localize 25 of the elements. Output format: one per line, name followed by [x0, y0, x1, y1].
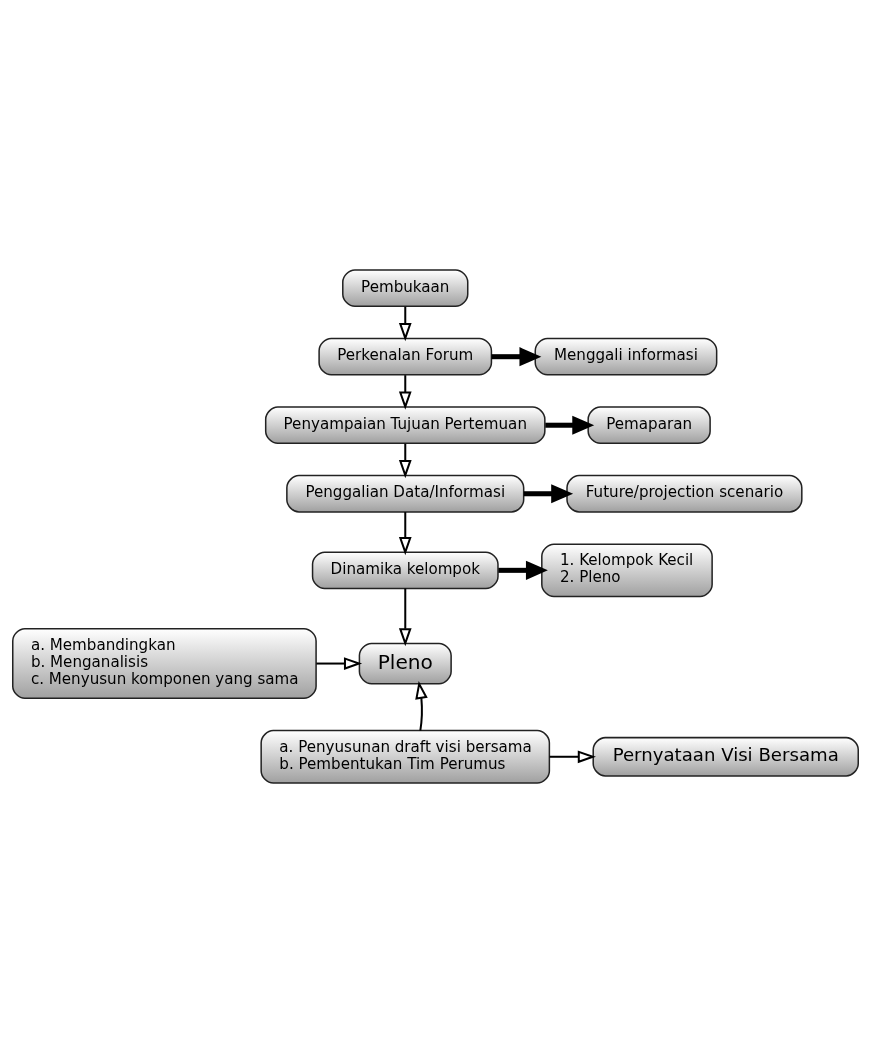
arrow: [498, 560, 548, 580]
arrow: [398, 374, 412, 410]
node-box: Pleno: [358, 642, 452, 684]
arrow: [398, 443, 412, 478]
node-box: 1. Kelompok Kecil 2. Pleno: [541, 542, 713, 597]
arrow: [415, 680, 428, 731]
arrow: [523, 483, 574, 503]
node-box: Perkenalan Forum: [318, 337, 493, 376]
node-box: Pernyataan Visi Bersama: [592, 736, 859, 777]
node-box: a. Penyusunan draft visi bersama b. Pembentukan Tim Perumus: [260, 729, 551, 784]
node-box: Pemaparan: [587, 405, 711, 444]
node-box: Future/projection scenario: [566, 474, 803, 513]
arrow: [398, 306, 412, 341]
node-box: a. Membandingkan b. Menganalisis c. Menyusun komponen yang sama: [12, 627, 317, 699]
arrow: [398, 588, 412, 646]
node-box: Menggali informasi: [534, 337, 718, 376]
arrow: [491, 346, 542, 366]
arrow: [398, 511, 412, 555]
node-box: Penggalian Data/Informasi: [286, 474, 525, 513]
node-box: Penyampaian Tujuan Pertemuan: [264, 405, 546, 444]
node-box: Pembukaan: [342, 268, 469, 307]
node-box: Dinamika kelompok: [311, 550, 499, 589]
arrow: [316, 656, 363, 670]
arrow: [549, 749, 596, 763]
arrow: [545, 415, 595, 435]
